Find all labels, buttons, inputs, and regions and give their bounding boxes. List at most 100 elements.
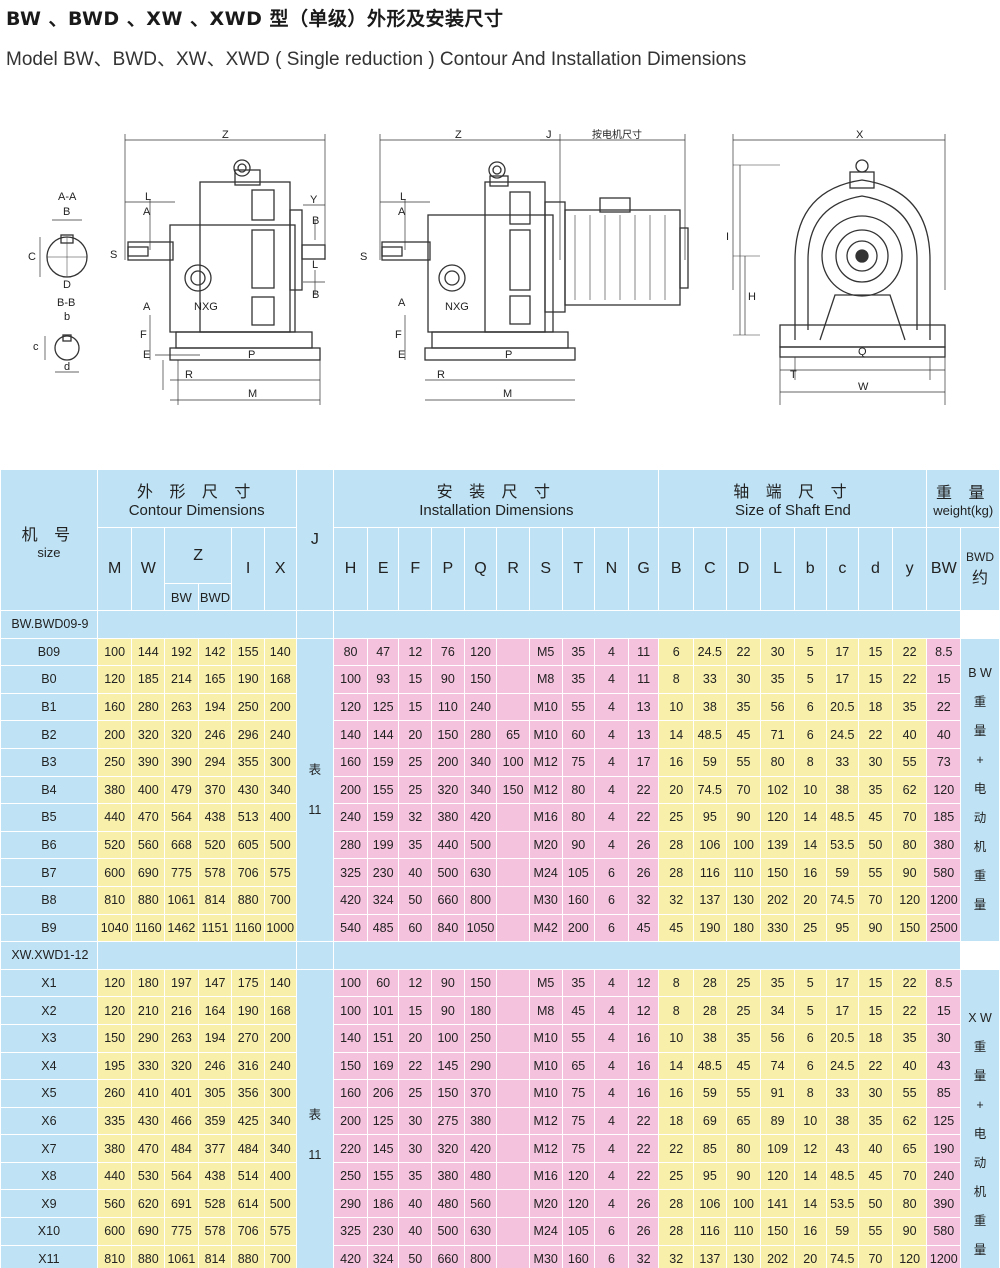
table-cell: 200 xyxy=(333,1106,368,1136)
table-cell: 40 xyxy=(926,720,962,749)
table-cell: 65 xyxy=(496,720,530,749)
table-cell: 359 xyxy=(197,1106,233,1136)
shaft-group-header: 轴 端 尺 寸 Size of Shaft End xyxy=(658,469,928,528)
col-header-z: Z xyxy=(164,527,233,584)
dim-label-a1: A xyxy=(143,206,151,218)
model-size-cell: X2 xyxy=(0,996,98,1025)
table-cell: 300 xyxy=(263,747,297,777)
table-cell: 690 xyxy=(131,858,166,887)
dim-label-nxg1: NXG xyxy=(194,301,218,313)
front-view xyxy=(732,134,946,405)
table-cell: 50 xyxy=(858,1189,893,1219)
table-cell: 35 xyxy=(760,665,795,694)
dim-label-r2: R xyxy=(437,369,445,381)
table-cell: 17 xyxy=(627,747,660,777)
table-cell: 6 xyxy=(793,1023,827,1053)
table-cell: 355 xyxy=(231,747,265,777)
page-title-cn: BW 、BWD 、XW 、XWD 型（单级）外形及安装尺寸 xyxy=(6,8,504,30)
table-cell: 60 xyxy=(561,720,596,749)
table-cell: 4 xyxy=(594,720,629,749)
table-cell: 580 xyxy=(926,1217,962,1246)
table-cell: 139 xyxy=(760,830,795,860)
table-cell: 270 xyxy=(231,1023,265,1053)
table-cell: 160 xyxy=(561,885,596,915)
table-cell: 706 xyxy=(231,1217,265,1246)
table-cell: 35 xyxy=(561,968,596,998)
table-cell: 80 xyxy=(725,1134,762,1163)
table-cell: 230 xyxy=(366,1217,400,1246)
table-cell: 22 xyxy=(926,692,962,722)
table-cell: 12 xyxy=(398,637,433,667)
table-cell: 18 xyxy=(858,692,893,722)
table-cell: 180 xyxy=(131,968,166,998)
table-cell: 106 xyxy=(693,1189,727,1219)
model-size-cell: B9 xyxy=(0,913,98,943)
table-cell: 90 xyxy=(561,830,596,860)
table-cell: 380 xyxy=(96,775,133,805)
table-cell: 20 xyxy=(398,1023,433,1053)
table-cell: 102 xyxy=(760,775,795,805)
table-cell: 324 xyxy=(366,1244,400,1268)
table-cell: 76 xyxy=(431,637,465,667)
table-cell: 48.5 xyxy=(693,720,727,749)
table-cell: 48.5 xyxy=(825,803,860,832)
table-cell: 240 xyxy=(926,1161,962,1191)
table-cell: 1160 xyxy=(231,913,265,943)
table-cell: 150 xyxy=(463,968,498,998)
dim-label-b2: B xyxy=(312,289,319,301)
table-cell: 180 xyxy=(463,996,498,1025)
table-cell: 120 xyxy=(561,1161,596,1191)
table-cell: 560 xyxy=(96,1189,133,1219)
table-cell: 840 xyxy=(431,913,465,943)
table-cell: 420 xyxy=(463,803,498,832)
table-cell: 55 xyxy=(561,1023,596,1053)
table-cell: 30 xyxy=(858,1079,893,1108)
table-cell: 140 xyxy=(263,637,297,667)
table-cell: 140 xyxy=(333,1023,368,1053)
table-cell: M12 xyxy=(528,1106,563,1136)
table-cell: 390 xyxy=(164,747,199,777)
table-cell: 6 xyxy=(594,913,629,943)
table-cell: 160 xyxy=(96,692,133,722)
table-cell: 100 xyxy=(96,637,133,667)
dim-label-z1: Z xyxy=(222,129,229,141)
section-spacer xyxy=(96,941,297,970)
table-cell: 500 xyxy=(431,858,465,887)
table-cell: 95 xyxy=(825,913,860,943)
table-cell: 320 xyxy=(131,720,166,749)
table-cell: 320 xyxy=(164,1051,199,1081)
table-cell: 520 xyxy=(96,830,133,860)
dim-label-i: I xyxy=(726,231,729,243)
table-cell: M16 xyxy=(528,803,563,832)
table-cell: 10 xyxy=(793,1106,827,1136)
table-cell: 43 xyxy=(926,1051,962,1081)
table-cell: 400 xyxy=(263,803,297,832)
table-cell: 160 xyxy=(561,1244,596,1268)
table-cell: 700 xyxy=(263,1244,297,1268)
table-cell: 4 xyxy=(594,1189,629,1219)
dim-label-y: Y xyxy=(310,194,318,206)
model-size-cell: X8 xyxy=(0,1161,98,1191)
table-cell: 500 xyxy=(263,830,297,860)
dim-label-f1: F xyxy=(140,329,147,341)
table-cell: 25 xyxy=(658,803,695,832)
table-cell: 120 xyxy=(333,692,368,722)
dim-label-t: T xyxy=(790,369,797,381)
table-cell: 150 xyxy=(496,775,530,805)
table-cell: 10 xyxy=(658,692,695,722)
table-cell: 145 xyxy=(431,1051,465,1081)
table-cell: 484 xyxy=(164,1134,199,1163)
table-cell: 880 xyxy=(131,1244,166,1268)
table-cell xyxy=(496,913,530,943)
table-cell: 6 xyxy=(658,637,695,667)
bw-side-view xyxy=(124,134,326,405)
dim-label-aa: A-A xyxy=(58,191,77,203)
table-cell: 137 xyxy=(693,1244,727,1268)
section-spacer xyxy=(333,941,962,970)
table-cell: 45 xyxy=(627,913,660,943)
col-header-d: D xyxy=(725,527,762,611)
table-cell: 560 xyxy=(463,1189,498,1219)
